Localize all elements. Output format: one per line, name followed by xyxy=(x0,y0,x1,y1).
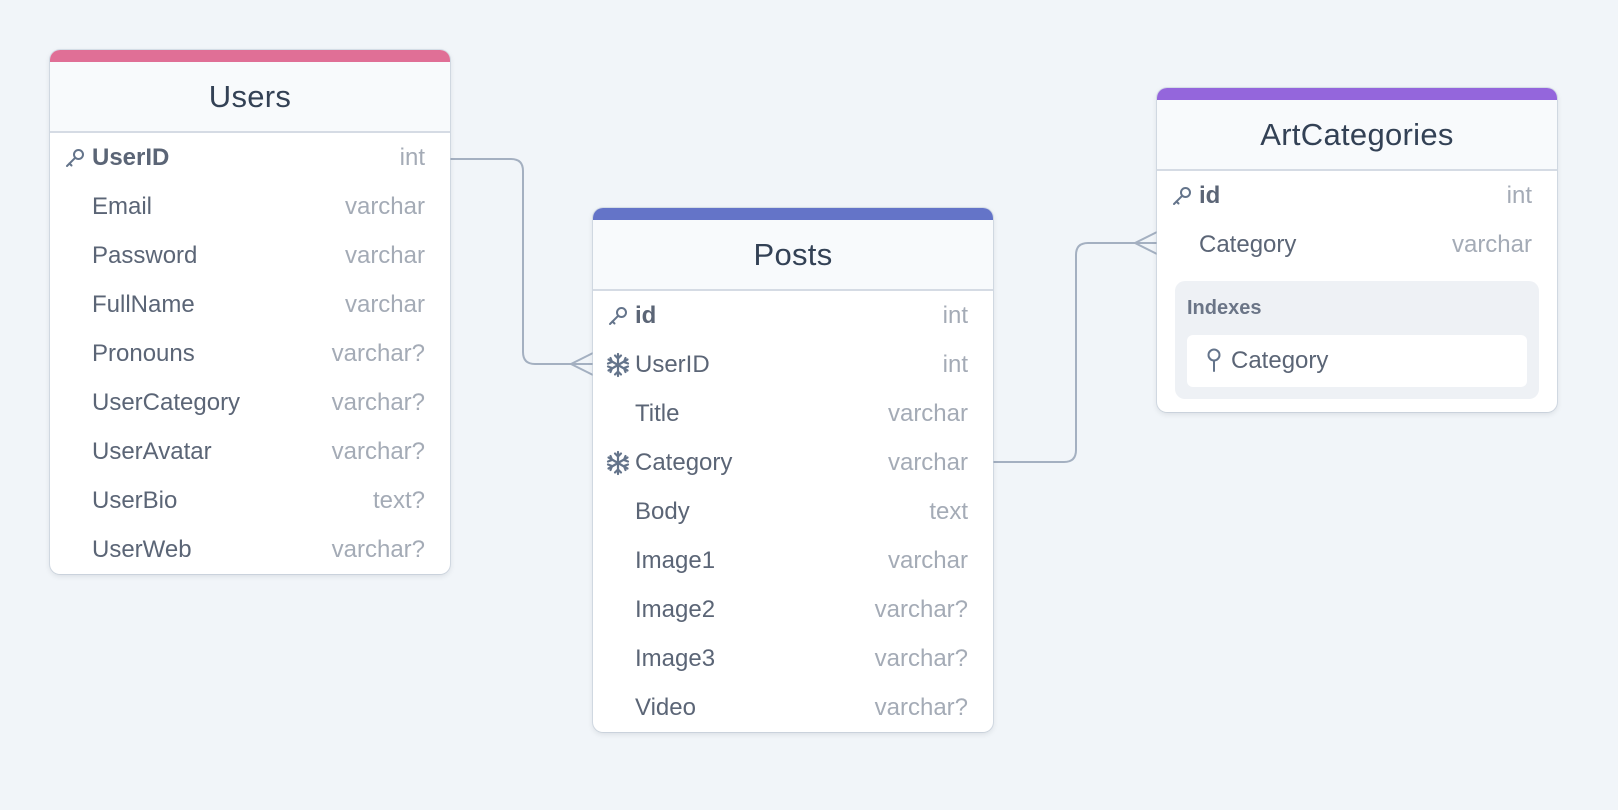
column-row[interactable]: UserWeb varchar? xyxy=(50,525,450,574)
column-name: Image3 xyxy=(635,644,716,672)
relation-line xyxy=(993,242,1157,463)
key-icon xyxy=(62,145,88,171)
index-item[interactable]: Category xyxy=(1187,335,1527,387)
crowfoot-icon xyxy=(570,352,594,376)
key-icon xyxy=(605,303,631,329)
column-name: Title xyxy=(635,399,680,427)
column-row[interactable]: Category varchar xyxy=(1157,220,1557,269)
table-accent-bar xyxy=(1157,88,1557,100)
index-name: Category xyxy=(1231,347,1329,374)
pin-icon xyxy=(1203,347,1225,375)
column-name: Password xyxy=(92,241,198,269)
table-accent-bar xyxy=(593,208,993,220)
column-row[interactable]: Image2 varchar? xyxy=(593,585,993,634)
column-name: Image2 xyxy=(635,595,716,623)
column-name: UserBio xyxy=(92,486,178,514)
table-title: Posts xyxy=(753,236,833,272)
column-row[interactable]: Pronouns varchar? xyxy=(50,329,450,378)
column-name: id xyxy=(1199,181,1221,209)
column-row[interactable]: UserID int xyxy=(50,133,450,182)
column-type: varchar xyxy=(344,241,425,269)
column-row[interactable]: UserCategory varchar? xyxy=(50,378,450,427)
column-type: varchar? xyxy=(331,437,425,465)
column-row[interactable]: Image1 varchar xyxy=(593,536,993,585)
column-type: varchar xyxy=(344,192,425,220)
table-header[interactable]: Posts xyxy=(593,220,993,291)
table-title: ArtCategories xyxy=(1260,116,1454,152)
relation-posts-artcategories[interactable] xyxy=(993,231,1158,463)
relation-line xyxy=(449,158,593,365)
column-type: varchar xyxy=(887,399,968,427)
column-row[interactable]: id int xyxy=(1157,171,1557,220)
column-name: FullName xyxy=(92,290,195,318)
column-name: Pronouns xyxy=(92,339,195,367)
column-name: UserAvatar xyxy=(92,437,212,465)
table-header[interactable]: ArtCategories xyxy=(1157,100,1557,171)
column-row[interactable]: UserAvatar varchar? xyxy=(50,427,450,476)
column-row[interactable]: Category varchar xyxy=(593,438,993,487)
column-row[interactable]: Password varchar xyxy=(50,231,450,280)
column-type: varchar? xyxy=(331,388,425,416)
column-type: varchar? xyxy=(331,339,425,367)
column-type: text xyxy=(929,497,968,525)
column-name: UserID xyxy=(635,350,710,378)
table-accent-bar xyxy=(50,50,450,62)
column-row[interactable]: Video varchar? xyxy=(593,683,993,732)
column-row[interactable]: Image3 varchar? xyxy=(593,634,993,683)
column-type: int xyxy=(399,143,425,171)
column-row[interactable]: Title varchar xyxy=(593,389,993,438)
column-type: varchar? xyxy=(331,535,425,563)
snowflake-icon xyxy=(605,450,631,476)
column-row[interactable]: Body text xyxy=(593,487,993,536)
column-type: varchar xyxy=(1451,230,1532,258)
key-icon xyxy=(1169,183,1195,209)
column-name: Email xyxy=(92,192,153,220)
column-type: varchar xyxy=(887,448,968,476)
crowfoot-icon xyxy=(1134,231,1158,255)
relation-users-posts[interactable] xyxy=(449,158,594,376)
column-type: int xyxy=(942,350,968,378)
column-row[interactable]: id int xyxy=(593,291,993,340)
column-type: varchar? xyxy=(874,595,968,623)
column-type: varchar? xyxy=(874,693,968,721)
column-name: Body xyxy=(635,497,690,525)
column-row[interactable]: Email varchar xyxy=(50,182,450,231)
column-type: int xyxy=(942,301,968,329)
indexes-title: Indexes xyxy=(1187,297,1262,319)
column-name: UserWeb xyxy=(92,535,192,563)
table-header[interactable]: Users xyxy=(50,62,450,133)
column-name: UserID xyxy=(92,143,170,171)
column-type: varchar? xyxy=(874,644,968,672)
column-row[interactable]: FullName varchar xyxy=(50,280,450,329)
column-type: varchar xyxy=(887,546,968,574)
indexes-panel: Indexes Category xyxy=(1175,281,1539,399)
column-name: Category xyxy=(1199,230,1297,258)
column-type: varchar xyxy=(344,290,425,318)
column-name: Image1 xyxy=(635,546,716,574)
column-name: Category xyxy=(635,448,733,476)
snowflake-icon xyxy=(605,352,631,378)
column-name: id xyxy=(635,301,657,329)
column-row[interactable]: UserID int xyxy=(593,340,993,389)
column-name: UserCategory xyxy=(92,388,241,416)
column-type: text? xyxy=(372,486,425,514)
column-name: Video xyxy=(635,693,696,721)
column-type: int xyxy=(1506,181,1532,209)
column-row[interactable]: UserBio text? xyxy=(50,476,450,525)
table-title: Users xyxy=(208,78,292,114)
